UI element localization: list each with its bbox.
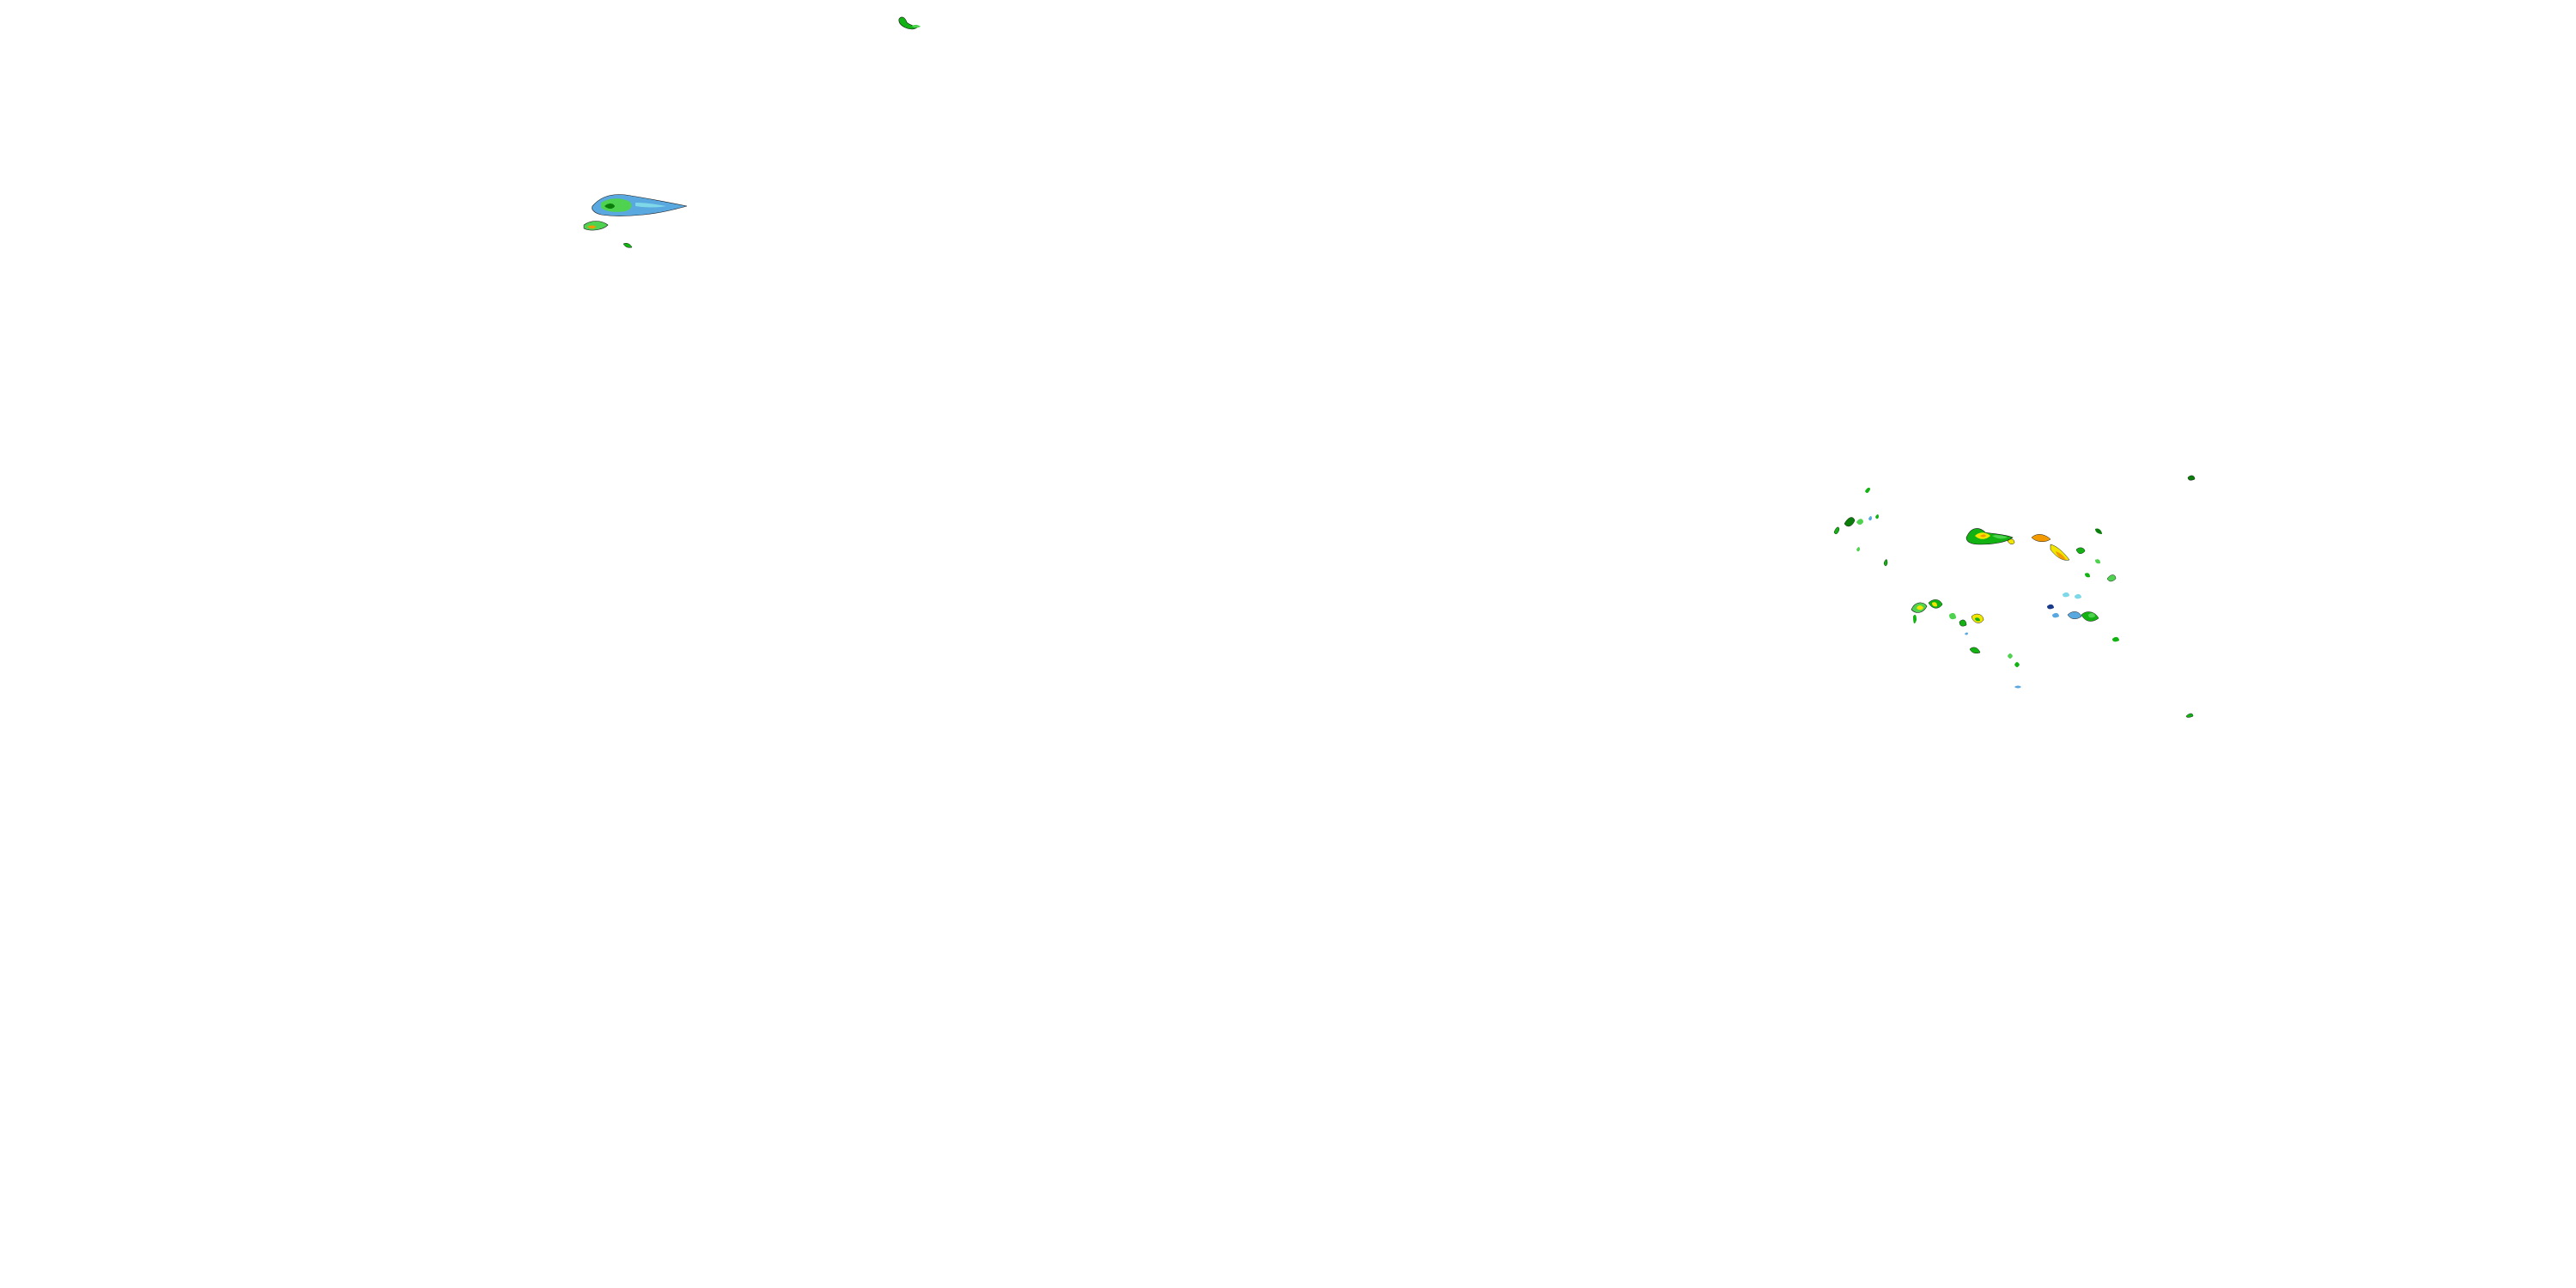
echo-cluster-east: [1833, 475, 2196, 718]
echo-cell-north: [898, 16, 920, 30]
echo-band-northwest: [583, 194, 688, 248]
